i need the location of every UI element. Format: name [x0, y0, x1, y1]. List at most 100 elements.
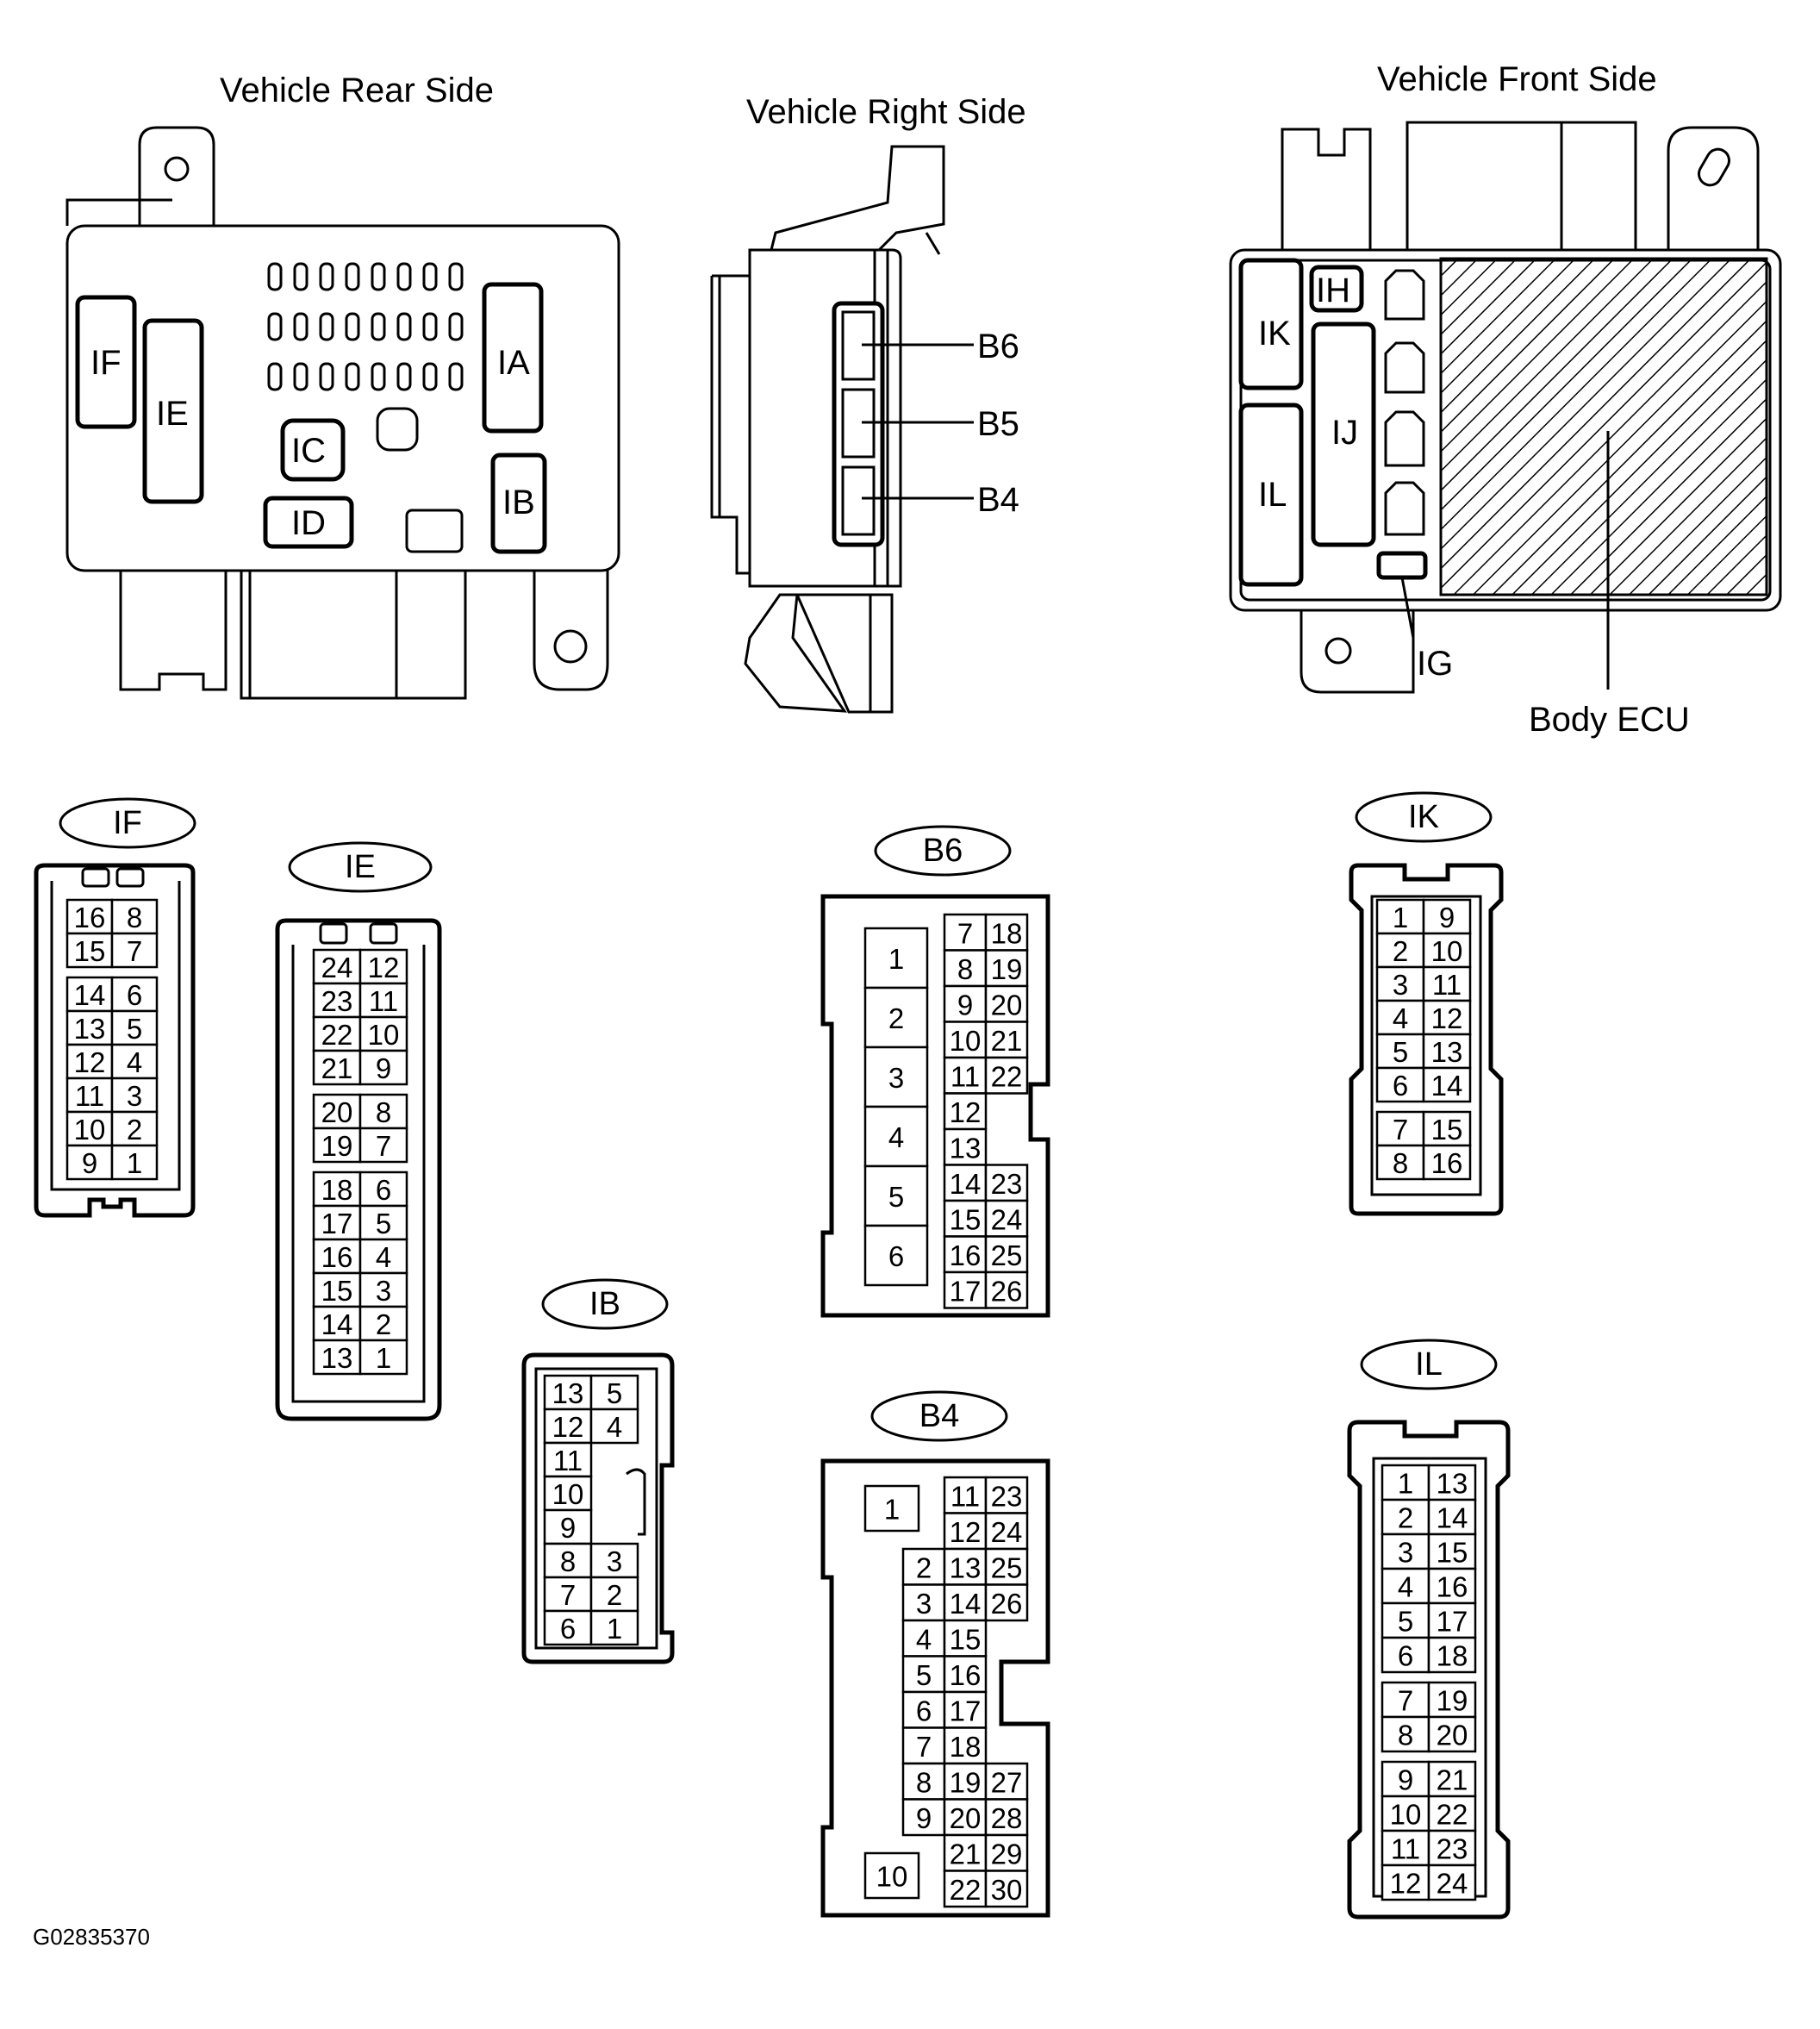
connector-if-title: IF	[113, 805, 142, 841]
pin-cell	[358, 982, 408, 1019]
vent-slot	[371, 312, 386, 341]
pin-cell	[984, 949, 1029, 988]
connector-ie-title: IE	[345, 849, 376, 885]
pin-cell	[943, 1583, 988, 1622]
figure-id: G02835370	[33, 1924, 150, 1950]
pin-ik-9: 9	[1439, 902, 1455, 933]
vent-slot	[319, 362, 334, 391]
pin-cell	[65, 898, 114, 935]
pin-b4-25: 25	[991, 1551, 1023, 1583]
pin-il-4: 4	[1398, 1571, 1413, 1603]
pin-ie-7: 7	[376, 1130, 391, 1162]
pin-b6-4: 4	[888, 1121, 904, 1153]
pin-cell	[543, 1441, 593, 1478]
pin-cell	[863, 1224, 929, 1287]
pin-b6-12: 12	[950, 1096, 982, 1128]
pin-cell	[863, 927, 929, 990]
pin-b6-23: 23	[991, 1168, 1023, 1200]
vent-slot	[345, 312, 360, 341]
vent-slot	[319, 262, 334, 291]
pin-ib-7: 7	[560, 1579, 576, 1611]
front-label-ik: IK	[1258, 315, 1291, 353]
front-label-body-ecu: Body ECU	[1529, 701, 1690, 739]
pin-ib-3: 3	[607, 1545, 622, 1577]
pin-b4-19: 19	[950, 1766, 982, 1798]
pin-ib-9: 9	[560, 1512, 576, 1544]
rear-label-ib: IB	[502, 484, 535, 521]
pin-ie-19: 19	[321, 1130, 353, 1162]
pin-ib-1: 1	[607, 1613, 622, 1645]
pin-b4-11: 11	[951, 1480, 980, 1512]
connector-b4-title: B4	[919, 1398, 959, 1434]
pin-cell	[943, 1127, 988, 1166]
pin-b4-1: 1	[884, 1494, 900, 1526]
vent-slot	[448, 362, 464, 391]
pin-cell	[943, 913, 988, 952]
pin-cell	[943, 1690, 988, 1729]
vent-slot	[319, 312, 334, 341]
pin-cell	[1427, 1829, 1477, 1867]
pin-b6-26: 26	[991, 1275, 1023, 1307]
vent-slot	[396, 262, 412, 291]
pin-cell	[543, 1475, 593, 1512]
pin-il-1: 1	[1398, 1468, 1413, 1500]
pin-cell	[589, 1374, 639, 1411]
pin-il-2: 2	[1398, 1502, 1413, 1534]
rear-view-title: Vehicle Rear Side	[220, 72, 494, 109]
right-label-b4: B4	[977, 481, 1019, 519]
pin-il-3: 3	[1398, 1537, 1413, 1569]
pin-il-12: 12	[1390, 1868, 1422, 1900]
front-view-title: Vehicle Front Side	[1377, 60, 1657, 98]
pin-il-24: 24	[1437, 1868, 1468, 1900]
pin-il-18: 18	[1437, 1640, 1468, 1672]
pin-cell	[863, 1851, 920, 1900]
pin-b6-3: 3	[888, 1062, 904, 1094]
pin-if-8: 8	[127, 902, 142, 933]
pin-ik-15: 15	[1431, 1114, 1463, 1146]
pin-b6-18: 18	[991, 917, 1023, 949]
pin-ik-11: 11	[1432, 969, 1462, 1001]
pin-cell	[589, 1576, 639, 1613]
pin-b4-29: 29	[991, 1838, 1023, 1870]
vent-slot	[293, 362, 309, 391]
vent-slot	[293, 262, 309, 291]
pin-b6-22: 22	[991, 1060, 1023, 1092]
pin-cell	[358, 1049, 408, 1086]
pin-ib-4: 4	[607, 1411, 622, 1443]
vent-slot	[371, 362, 386, 391]
pin-if-10: 10	[74, 1114, 106, 1146]
pin-ib-2: 2	[607, 1579, 622, 1611]
pin-cell	[984, 1583, 1029, 1622]
pin-ie-12: 12	[368, 952, 400, 983]
pin-b6-7: 7	[957, 917, 973, 949]
connector-ik-title: IK	[1408, 799, 1439, 835]
pin-cell	[943, 1870, 988, 1908]
pin-cell	[589, 1542, 639, 1579]
pin-ie-15: 15	[321, 1275, 353, 1307]
pin-ie-4: 4	[376, 1241, 391, 1273]
pin-cell	[312, 1171, 362, 1208]
rear-label-ia: IA	[497, 344, 530, 382]
pin-cell	[589, 1408, 639, 1445]
pin-b4-2: 2	[916, 1551, 932, 1583]
pin-il-7: 7	[1398, 1685, 1413, 1717]
pin-cell	[1381, 1681, 1430, 1719]
pin-if-11: 11	[75, 1080, 104, 1112]
pin-cell	[110, 1144, 159, 1181]
pin-ie-13: 13	[321, 1342, 353, 1374]
pin-cell	[901, 1690, 946, 1729]
pin-ib-8: 8	[560, 1545, 576, 1577]
pin-ie-3: 3	[376, 1275, 391, 1307]
vent-slot	[448, 262, 464, 291]
pin-cell	[543, 1374, 593, 1411]
pin-if-15: 15	[74, 935, 106, 967]
vent-slot	[371, 262, 386, 291]
pin-cell	[1427, 1864, 1477, 1901]
pin-cell	[1427, 1795, 1477, 1832]
pin-cell	[358, 1339, 408, 1376]
pin-ie-16: 16	[321, 1241, 353, 1273]
pin-cell	[358, 1171, 408, 1208]
pin-il-23: 23	[1437, 1833, 1468, 1865]
